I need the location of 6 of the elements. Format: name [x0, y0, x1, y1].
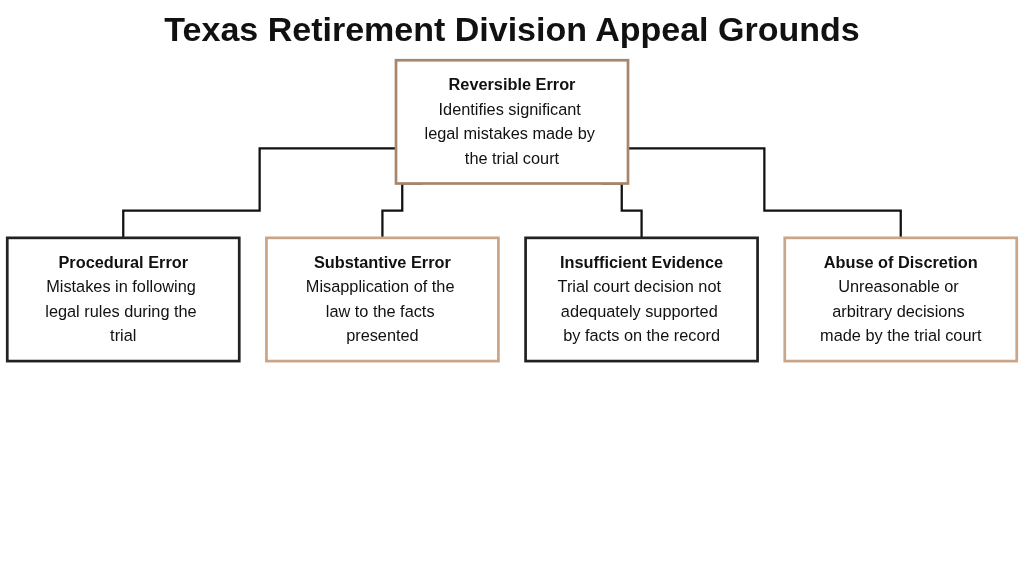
node-box: Abuse of Discretion Unreasonable or arbitrary decisions made by the trial court [783, 236, 1019, 363]
node-box: Reversible Error Identifies significant legal mistakes made by the trial court [394, 58, 630, 185]
node-box: Procedural Error Mistakes in following legal rules during the trial [5, 236, 241, 363]
node-box: Substantive Error Misapplication of the law to the facts presented [265, 236, 500, 363]
node-box: Insufficient Evidence Trial court decision not adequately supported by facts on the record [524, 236, 759, 363]
diagram-title: Texas Retirement Division Appeal Grounds [163, 10, 861, 49]
